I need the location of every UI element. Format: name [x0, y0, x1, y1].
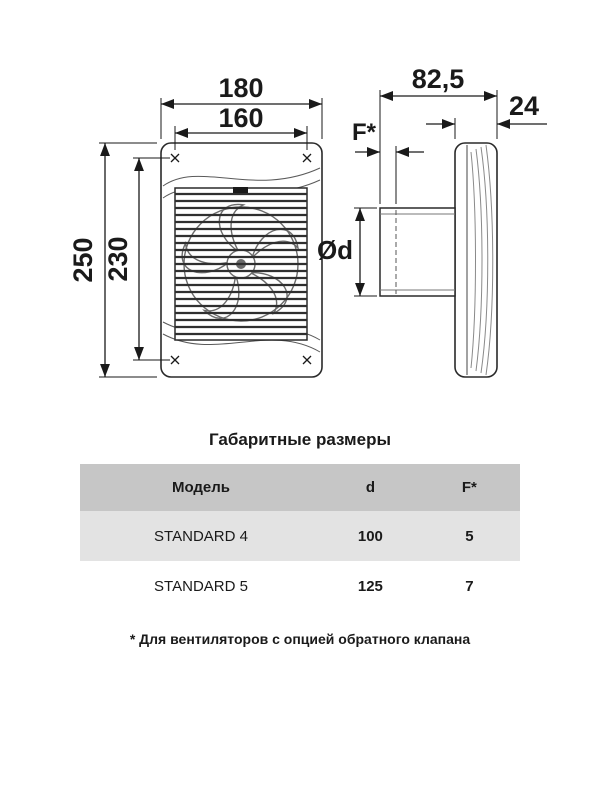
f-cell: 7 [465, 577, 474, 595]
dim-depth-total-label: 82,5 [412, 64, 465, 94]
grille-louvers [175, 192, 307, 336]
page: 180 160 250 230 [0, 64, 600, 647]
header-f: F* [418, 464, 520, 511]
side-dimensions: 82,5 24 F* Ød [317, 64, 547, 297]
dim-depth-front-label: 24 [509, 91, 539, 121]
grille-clip [233, 187, 248, 193]
table-row: STANDARD 5 125 7 [80, 561, 520, 611]
technical-drawing: 180 160 250 230 [68, 64, 547, 378]
side-cover-contours [470, 144, 494, 376]
dim-height-inner-label: 230 [103, 236, 133, 281]
dim-valve-label: F* [352, 119, 377, 146]
dim-height-outer-label: 250 [68, 237, 98, 282]
dim-width-inner-label: 160 [218, 103, 263, 133]
footnote: * Для вентиляторов с опцией обратного кл… [129, 631, 471, 647]
front-view [160, 142, 323, 378]
mounting-marks [170, 153, 312, 365]
f-cell: 5 [418, 511, 520, 561]
section-title: Габаритные размеры [209, 430, 391, 449]
table-row: STANDARD 4 100 5 [80, 511, 520, 561]
dimensions-table: Модель d F* STANDARD 4 100 5 STANDARD 5 … [80, 464, 520, 611]
dim-width-outer-label: 180 [218, 73, 263, 103]
d-cell: 100 [322, 511, 419, 561]
model-cell: STANDARD 4 [80, 511, 322, 561]
duct-tube [379, 207, 456, 297]
dimensions-section: Габаритные размеры Модель d F* STANDARD … [0, 430, 600, 647]
side-view [379, 142, 498, 378]
header-model: Модель [80, 464, 322, 511]
dim-diameter-label: Ød [317, 235, 353, 265]
model-cell: STANDARD 5 [154, 577, 248, 595]
d-cell: 125 [357, 577, 383, 595]
table-header-row: Модель d F* [80, 464, 520, 511]
front-dimensions: 180 160 250 230 [68, 73, 323, 378]
header-d: d [322, 464, 419, 511]
